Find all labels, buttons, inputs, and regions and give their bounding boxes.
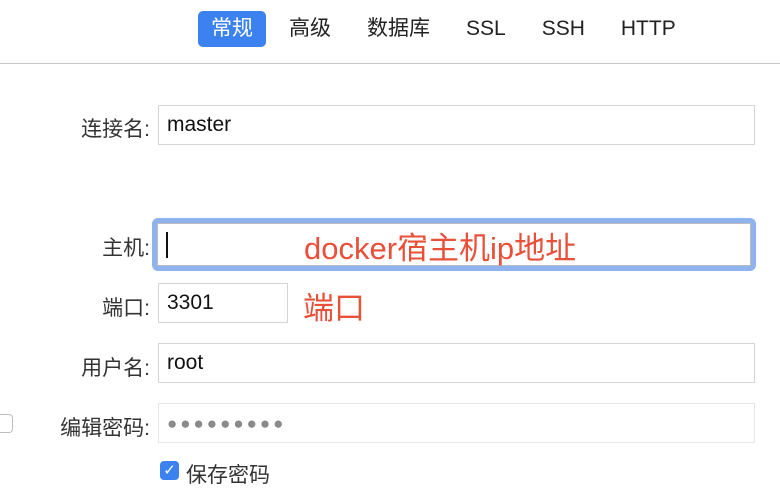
host-focus-ring — [152, 218, 756, 271]
host-label: 主机: — [102, 237, 150, 260]
tab-database[interactable]: 数据库 — [367, 17, 430, 40]
edit-password-checkbox[interactable] — [0, 414, 13, 433]
username-label: 用户名: — [81, 357, 150, 380]
checkmark-icon: ✓ — [163, 462, 176, 479]
tab-general[interactable]: 常规 — [198, 11, 266, 47]
text-caret — [166, 232, 168, 258]
connection-name-label: 连接名: — [81, 118, 150, 141]
password-label: 编辑密码: — [60, 417, 150, 440]
tab-ssh[interactable]: SSH — [541, 17, 585, 40]
username-input[interactable]: root — [158, 343, 755, 383]
connection-name-input[interactable]: master — [158, 105, 755, 145]
tab-divider — [0, 63, 780, 64]
port-input[interactable]: 3301 — [158, 283, 288, 323]
save-password-label: 保存密码 — [186, 464, 270, 487]
password-input[interactable]: ●●●●●●●●● — [158, 403, 755, 443]
tab-ssl[interactable]: SSL — [466, 17, 506, 40]
tab-bar: 常规 高级 数据库 SSL SSH HTTP — [198, 9, 689, 49]
tab-http[interactable]: HTTP — [620, 17, 676, 40]
port-annotation: 端口 — [303, 291, 365, 326]
save-password-checkbox[interactable]: ✓ — [160, 461, 179, 480]
tab-advanced[interactable]: 高级 — [289, 17, 331, 40]
password-mask: ●●●●●●●●● — [167, 414, 287, 433]
host-input[interactable] — [157, 223, 751, 266]
port-label: 端口: — [102, 297, 150, 320]
host-annotation: docker宿主机ip地址 — [304, 231, 577, 266]
